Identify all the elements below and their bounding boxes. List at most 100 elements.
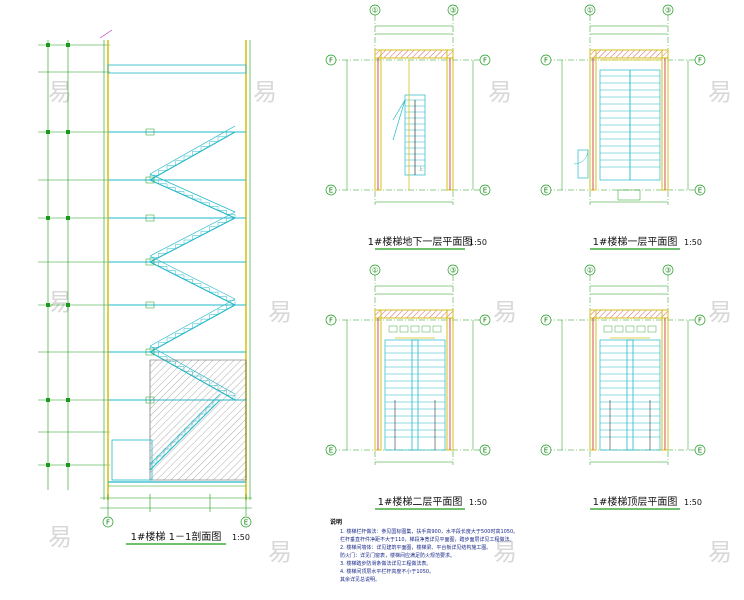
stair-tread bbox=[158, 183, 168, 188]
axis-label: ③ bbox=[665, 7, 671, 15]
axis-label: F bbox=[544, 317, 548, 325]
axis-bubble bbox=[694, 184, 706, 196]
stair-tread bbox=[167, 270, 176, 275]
stair-tread bbox=[183, 239, 193, 245]
watermark-glyph: 易 bbox=[493, 538, 517, 566]
axis-bubble bbox=[662, 4, 674, 16]
watermark-glyph: 易 bbox=[253, 78, 277, 106]
landing-beam bbox=[145, 301, 155, 309]
stair-tread bbox=[192, 235, 201, 240]
stair-tread bbox=[218, 296, 227, 301]
axis-bubble bbox=[479, 444, 491, 456]
stair-tread bbox=[149, 174, 159, 180]
stair-tread bbox=[217, 136, 227, 142]
window-mark bbox=[636, 325, 646, 333]
stair-handrail bbox=[149, 255, 236, 300]
section-drawing: F E 1#楼梯 1－1剖面图 1:50 bbox=[38, 29, 252, 545]
top-wall bbox=[374, 49, 454, 59]
watermark-glyph: 易 bbox=[708, 298, 732, 326]
stair-tread bbox=[183, 155, 193, 161]
stair-tread bbox=[158, 252, 167, 258]
axis-label: ① bbox=[372, 267, 378, 275]
window-mark bbox=[614, 325, 624, 333]
watermark-glyph: 易 bbox=[493, 298, 517, 326]
stair-tread bbox=[192, 150, 201, 156]
stair-tread bbox=[175, 274, 185, 280]
note-line: 栏杆垂直杆件净距不大于110，梯段净宽详见平面图，踏步面层详见工程做法。 bbox=[340, 536, 515, 543]
stair-tread bbox=[192, 323, 201, 329]
section-axis-F: F bbox=[102, 516, 114, 528]
stair-tread bbox=[209, 226, 218, 232]
axis-bubble bbox=[584, 4, 596, 16]
window-mark bbox=[647, 325, 657, 333]
stair-tread bbox=[158, 170, 167, 176]
axis-label: E bbox=[329, 187, 333, 195]
stair-well bbox=[626, 339, 634, 451]
watermark-glyph: 易 bbox=[48, 288, 72, 316]
axis-bubble bbox=[325, 314, 337, 326]
svg-text:E: E bbox=[244, 519, 248, 527]
axis-bubble bbox=[325, 444, 337, 456]
stair-tread bbox=[184, 194, 193, 199]
watermark-glyph: 易 bbox=[48, 78, 72, 106]
axis-bubble bbox=[447, 264, 459, 276]
top-wall bbox=[589, 309, 669, 319]
window-mark bbox=[410, 325, 420, 333]
stair-tread bbox=[192, 283, 202, 288]
stair-tread bbox=[175, 191, 185, 196]
stair-tread bbox=[200, 230, 210, 236]
stair-tread bbox=[184, 278, 193, 284]
axis-label: E bbox=[483, 187, 487, 195]
top-wall bbox=[589, 49, 669, 59]
axis-bubble bbox=[540, 184, 552, 196]
axis-label: ① bbox=[587, 7, 593, 15]
stair-well bbox=[411, 339, 419, 451]
svg-text:F: F bbox=[106, 519, 110, 527]
stair-tread bbox=[209, 314, 218, 320]
axis-bubble bbox=[369, 4, 381, 16]
watermark-glyph: 易 bbox=[708, 538, 732, 566]
note-line: 4. 楼梯间顶层水平栏杆高度不小于1050。 bbox=[340, 568, 434, 575]
axis-label: E bbox=[544, 187, 548, 195]
plan-title: 1#楼梯一层平面图 bbox=[593, 235, 678, 248]
landing-beam bbox=[145, 214, 155, 222]
watermark-glyph: 易 bbox=[268, 538, 292, 566]
axis-bubble bbox=[369, 264, 381, 276]
watermark-glyph: 易 bbox=[488, 78, 512, 106]
section-axis-E: E bbox=[240, 516, 252, 528]
stair-tread bbox=[175, 332, 184, 338]
axis-label: F bbox=[698, 57, 702, 65]
window-mark bbox=[421, 325, 431, 333]
axis-label: F bbox=[329, 57, 333, 65]
stair-tread bbox=[226, 131, 235, 137]
axis-bubble bbox=[584, 264, 596, 276]
stair-handrail bbox=[149, 298, 236, 347]
axis-bubble bbox=[479, 314, 491, 326]
stair-tread bbox=[209, 291, 219, 297]
plan-scale: 1:50 bbox=[684, 238, 702, 247]
axis-label: ③ bbox=[450, 267, 456, 275]
landing-beam bbox=[145, 258, 155, 266]
section-left-dimensions bbox=[38, 40, 110, 490]
axis-label: ③ bbox=[450, 7, 456, 15]
axis-label: E bbox=[544, 447, 548, 455]
stair-tread bbox=[217, 222, 227, 227]
plan-title: 1#楼梯顶层平面图 bbox=[593, 495, 678, 508]
axis-bubble bbox=[540, 54, 552, 66]
stair-tread bbox=[217, 309, 227, 315]
axis-bubble bbox=[540, 444, 552, 456]
axis-label: E bbox=[698, 187, 702, 195]
stair-tread bbox=[150, 351, 159, 357]
axis-label: ③ bbox=[665, 267, 671, 275]
window-mark bbox=[388, 325, 398, 333]
stair-tread bbox=[167, 187, 176, 192]
axis-bubble bbox=[479, 184, 491, 196]
stair-tread bbox=[150, 179, 159, 184]
stair-tread bbox=[200, 318, 210, 324]
axis-label: F bbox=[698, 317, 702, 325]
stair-tread bbox=[166, 248, 176, 254]
stair-tread bbox=[226, 300, 236, 305]
axis-label: ① bbox=[372, 7, 378, 15]
